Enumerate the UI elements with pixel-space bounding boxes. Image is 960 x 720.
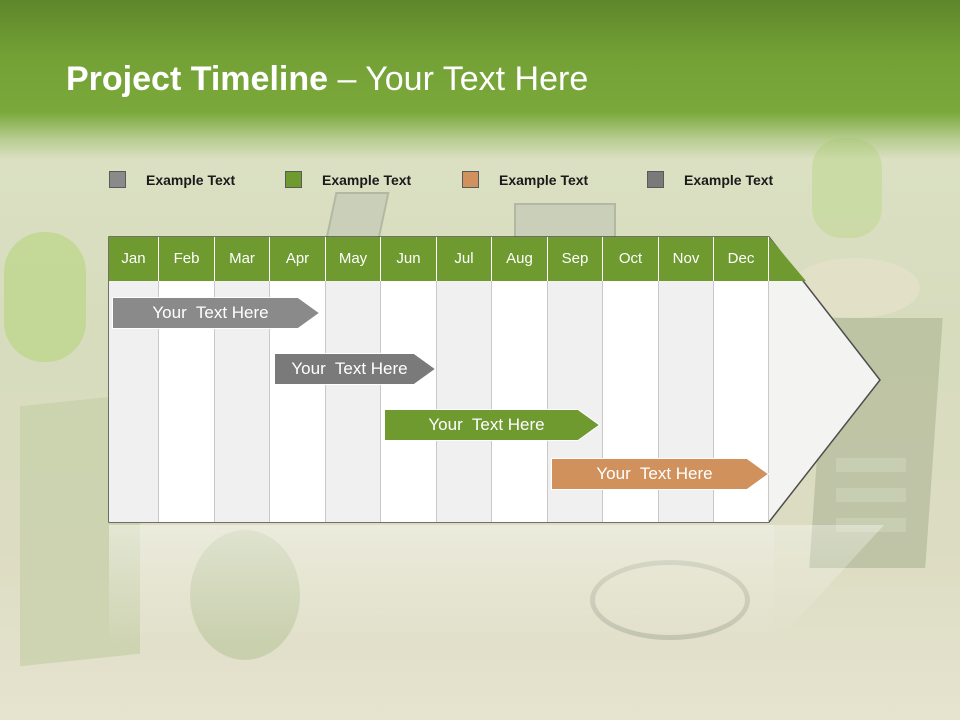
task-bar[interactable]: Your Text Here [384,409,600,441]
background-plant [190,530,300,660]
month-column [492,281,548,522]
task-bar-shape [551,458,769,490]
month-header-feb: Feb [159,237,215,281]
month-header-oct: Oct [603,237,659,281]
task-bar-label: Your Text Here [428,415,545,434]
title-bold-part: Project Timeline [66,60,329,98]
task-bar-shape [274,353,436,385]
month-header-sep: Sep [548,237,603,281]
month-column [381,281,437,522]
background-drawer [836,518,906,532]
title-rest-part: – Your Text Here [328,60,589,98]
background-chair [4,232,86,362]
legend-label[interactable]: Example Text [146,172,236,188]
month-header-jan: Jan [109,237,159,281]
month-header-jun: Jun [381,237,437,281]
task-bar-label: Your Text Here [596,464,713,483]
header-band [0,0,960,160]
legend-swatch [109,171,126,188]
legend-swatch [285,171,302,188]
month-column [437,281,492,522]
background-drawer [836,488,906,502]
legend-label[interactable]: Example Text [684,172,774,188]
month-header-aug: Aug [492,237,548,281]
task-bar[interactable]: Your Text Here [274,353,436,385]
background-chair-base [590,560,750,640]
legend-swatch [647,171,664,188]
task-bar-label: Your Text Here [291,359,408,378]
month-header-mar: Mar [215,237,270,281]
legend-swatch [462,171,479,188]
month-header-may: May [326,237,381,281]
slide-title[interactable]: Project Timeline – Your Text Here [66,60,588,99]
month-header-apr: Apr [270,237,326,281]
task-bar-shape [384,409,600,441]
task-bar[interactable]: Your Text Here [112,297,320,329]
month-column [326,281,381,522]
task-bar-label: Your Text Here [152,303,269,322]
timeline-arrow-tip-header [769,237,806,281]
legend-label[interactable]: Example Text [322,172,412,188]
month-header-dec: Dec [714,237,769,281]
background-drawer [836,458,906,472]
legend-label[interactable]: Example Text [499,172,589,188]
task-bar[interactable]: Your Text Here [551,458,769,490]
task-bar-shape [112,297,320,329]
month-header-nov: Nov [659,237,714,281]
timeline-reflection [109,525,774,645]
month-header-jul: Jul [437,237,492,281]
